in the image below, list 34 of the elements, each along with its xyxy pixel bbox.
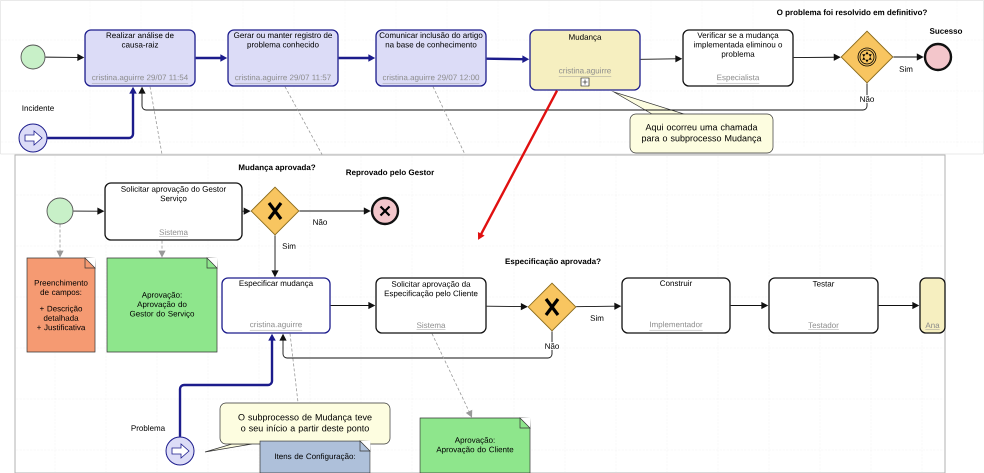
task-box: Verificar se a mudança implementada eliminou o problema Especialista (682, 29, 794, 87)
callout: Aqui ocorreu uma chamada para o subprocesso Mudança (611, 90, 774, 154)
task-box: Solicitar aprovação da Especificação pelo Cliente Sistema (375, 277, 487, 334)
task-box: Construir Implementador (621, 277, 731, 334)
arrow (279, 331, 552, 358)
start-event (20, 44, 46, 70)
task-box: Realizar análise de causa-raiz cristina.aguirre 29/07 11:54 (84, 29, 196, 87)
task-box: Especificar mudança cristina.aguirre (221, 277, 331, 334)
event-label: Incidente (22, 105, 54, 111)
arrow (138, 83, 868, 110)
task-box: Mudança cristina.aguirre (529, 29, 641, 91)
event-label: Sucesso (930, 28, 962, 34)
connector-line (432, 86, 466, 155)
task-box: Testar Testador (768, 277, 879, 334)
task-box: Gerar ou manter registro de problema conhecido cristina.aguirre 29/07 11:57 (227, 29, 339, 87)
edge-label: Não (858, 95, 876, 103)
edge-label: Sim (281, 242, 297, 250)
connector-line (290, 333, 298, 404)
edge-label: Não (312, 218, 328, 226)
event-label: Reprovado pelo Gestor (346, 169, 434, 177)
task-box: Solicitar aprovação do Gestor Serviço Sistema (104, 182, 243, 241)
task-box: Comunicar inclusão do artigo na base de conhecimento cristina.aguirre 29/07 12:00 (375, 29, 487, 87)
task-box: Ana (919, 277, 946, 334)
event-label: Mudança aprovada? (238, 164, 316, 172)
event-label: Problema (132, 425, 166, 431)
edge-label: Sim (589, 314, 605, 322)
event-label: Especificação aprovada? (506, 258, 601, 266)
start-event (46, 198, 74, 224)
event-label: O problema foi resolvido em definitivo? (777, 9, 927, 17)
callout: O subprocesso de Mudança teve o seu início a partir deste ponto (204, 402, 390, 452)
edge-label: Não (544, 342, 560, 350)
connector-line (284, 86, 322, 155)
connector-line (150, 86, 162, 155)
edge-label: Sim (898, 65, 914, 73)
